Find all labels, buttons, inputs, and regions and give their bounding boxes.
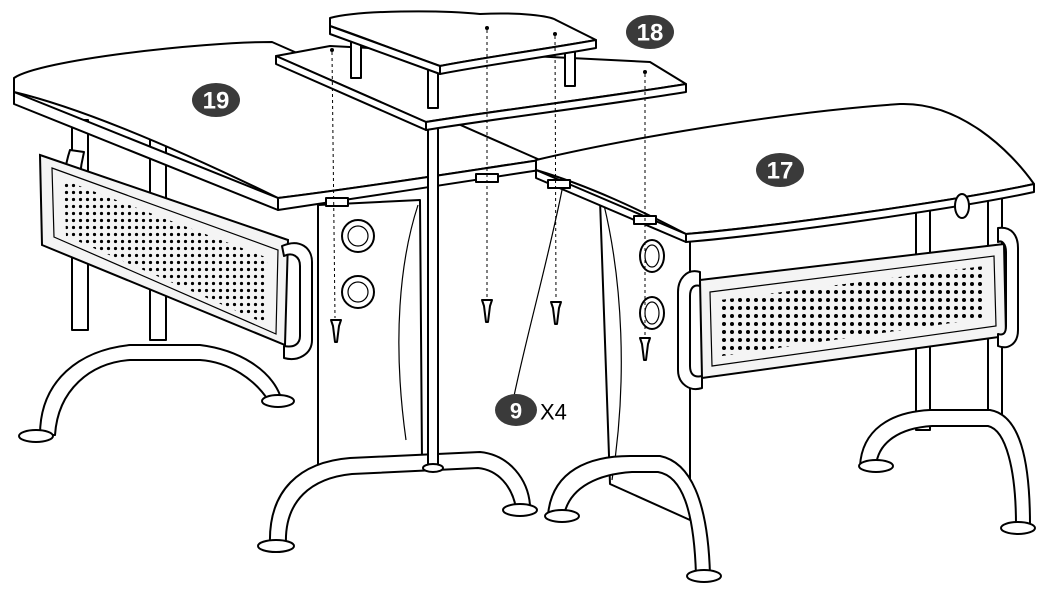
badge-9: 9 X4: [495, 394, 567, 426]
fastener-quantity: X4: [540, 400, 567, 425]
desk-left-19: [13, 41, 541, 553]
screw-icon: [330, 299, 651, 361]
perforation-left: [64, 180, 268, 324]
badge-18: 18: [626, 15, 674, 49]
perforation-right: [720, 266, 986, 356]
badge-19: 19: [192, 83, 240, 117]
badge-17-number: 17: [767, 158, 794, 185]
badge-18-number: 18: [637, 20, 664, 47]
screws-9: [330, 30, 651, 397]
badge-17: 17: [756, 153, 804, 187]
shelf-18: [275, 10, 687, 473]
badge-9-number: 9: [510, 399, 522, 424]
badge-19-number: 19: [203, 88, 230, 115]
